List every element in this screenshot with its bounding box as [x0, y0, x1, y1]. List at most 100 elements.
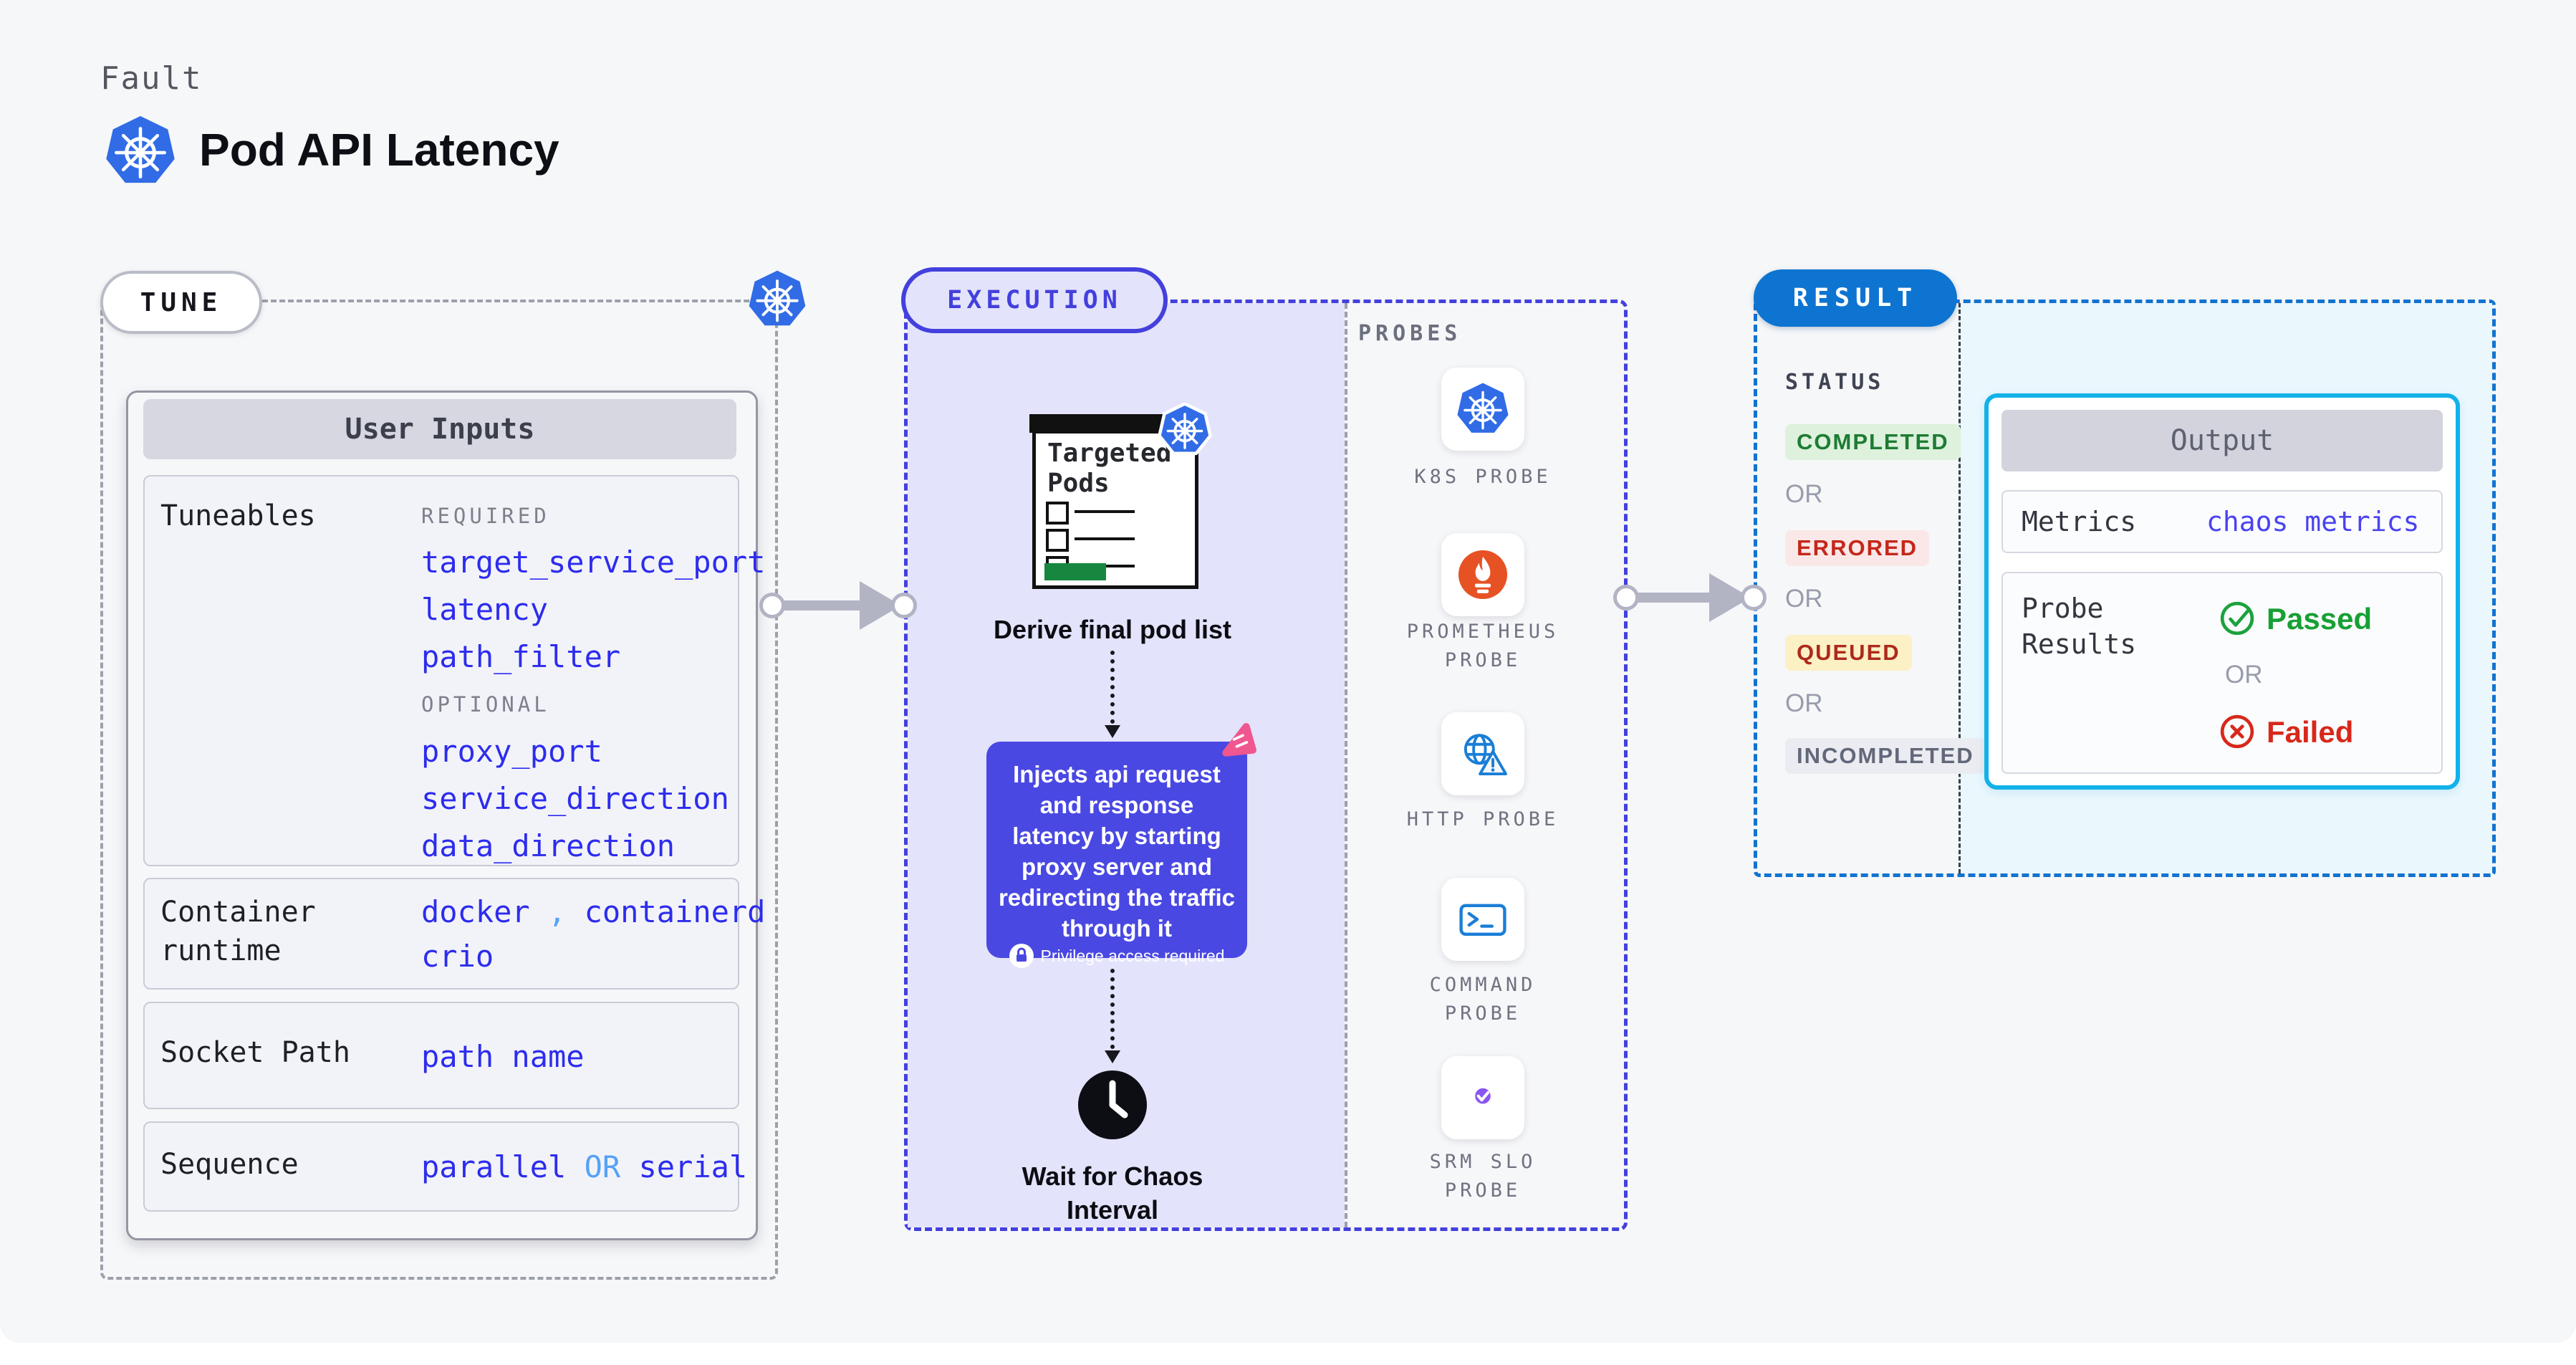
slo-pie-check-icon [1454, 1069, 1512, 1126]
terminal-icon [1454, 891, 1512, 948]
required-heading: REQUIRED [421, 504, 550, 528]
failed-x-icon [2219, 714, 2255, 749]
runtime-docker: docker [421, 894, 530, 929]
kubernetes-icon [1456, 382, 1510, 436]
runtime-separator: , [548, 894, 567, 929]
privilege-note: Privilege access required [1040, 946, 1225, 965]
dotted-arrow [1110, 969, 1115, 1049]
optional-heading: OPTIONAL [421, 692, 550, 717]
tune-pill-label: TUNE [140, 287, 223, 317]
targeted-pods-topbar [1029, 414, 1166, 433]
execution-pill: EXECUTION [901, 267, 1168, 333]
socket-path-label: Socket Path [160, 1036, 350, 1069]
status-or: OR [1785, 585, 1823, 613]
container-runtime-label: Container runtime [160, 896, 316, 967]
socket-path-value: path name [421, 1039, 585, 1074]
socket-path-row [143, 1002, 739, 1109]
metrics-value: chaos metrics [2206, 506, 2420, 537]
execution-pill-label: EXECUTION [947, 286, 1122, 315]
metrics-label: Metrics [2022, 506, 2137, 537]
chaos-pink-icon [1214, 717, 1260, 763]
passed-check-icon [2219, 600, 2255, 636]
probe-label-k8s: K8S PROBE [1414, 466, 1552, 488]
tuneables-row [143, 475, 739, 866]
status-heading: STATUS [1785, 370, 1885, 395]
status-output-divider [1959, 303, 1961, 873]
clock-icon [1077, 1069, 1148, 1141]
tune-pill: TUNE [100, 271, 262, 334]
sequence-value: parallel OR serial [421, 1149, 747, 1184]
probe-label-srm-slo: SRM SLO PROBE [1429, 1151, 1537, 1202]
probe-card-command [1441, 878, 1524, 961]
user-inputs-header: User Inputs [143, 399, 736, 459]
pod-checkbox [1046, 502, 1069, 525]
execution-to-result-arrow-line [1633, 593, 1714, 603]
connector-dot [1613, 585, 1639, 610]
tuneable-optional-2: service_direction [421, 781, 729, 816]
probe-card-prometheus [1441, 533, 1524, 616]
tune-to-execution-arrow-line [781, 600, 864, 610]
tuneable-required-3: path_filter [421, 639, 621, 674]
pod-checkbox [1046, 529, 1069, 552]
probe-card-k8s [1441, 368, 1524, 451]
runtime-containerd: containerd [584, 894, 766, 929]
sequence-parallel: parallel [421, 1149, 567, 1184]
connector-dot [1741, 585, 1767, 610]
dotted-arrow [1110, 651, 1115, 724]
status-or: OR [1785, 689, 1823, 717]
tuneable-required-1: target_service_port [421, 545, 766, 580]
probe-card-http [1441, 712, 1524, 795]
probes-heading: PROBES [1358, 321, 1462, 346]
fault-kicker: Fault [100, 60, 203, 97]
tuneables-label: Tuneables [160, 499, 316, 532]
sequence-serial: serial [638, 1149, 748, 1184]
runtime-crio: crio [421, 939, 494, 974]
kubernetes-icon [1158, 403, 1212, 457]
probe-results-row [2001, 572, 2443, 774]
result-pill-label: RESULT [1792, 284, 1918, 312]
container-runtime-values-line1: docker , containerd [421, 894, 765, 929]
green-progress-bar [1044, 563, 1106, 580]
pod-line [1075, 510, 1135, 513]
kubernetes-icon [104, 115, 177, 188]
page-title: Pod API Latency [199, 124, 559, 176]
status-badge-queued: QUEUED [1785, 635, 1912, 671]
status-or: OR [1785, 480, 1823, 508]
execution-probes-divider [1345, 303, 1347, 1227]
probe-label-http: HTTP PROBE [1406, 808, 1559, 830]
output-header: Output [2001, 410, 2443, 471]
inject-step-text: Injects api request and response latency… [998, 761, 1236, 942]
output-title: Output [2170, 424, 2274, 457]
probe-label-command: COMMAND PROBE [1429, 974, 1537, 1025]
passed-label: Passed [2267, 602, 2373, 636]
tuneable-optional-3: data_direction [421, 828, 676, 863]
probe-results-label: Probe Results [2022, 593, 2137, 660]
derive-step-label: Derive final pod list [993, 615, 1232, 644]
result-pill: RESULT [1754, 269, 1957, 327]
sequence-or: OR [584, 1149, 621, 1184]
connector-dot [759, 593, 785, 618]
status-badge-incompleted: INCOMPLETED [1785, 738, 1986, 774]
status-badge-errored: ERRORED [1785, 530, 1930, 566]
tuneable-required-2: latency [421, 592, 549, 627]
inject-step-box: Injects api request and response latency… [986, 742, 1247, 958]
targeted-pods-title: Targeted Pods [1047, 439, 1172, 498]
probe-card-srm-slo [1441, 1056, 1524, 1139]
privilege-note-row: Privilege access required [1009, 944, 1225, 968]
lock-icon [1009, 944, 1034, 968]
probe-label-prometheus: PROMETHEUS PROBE [1406, 621, 1559, 671]
prometheus-icon [1456, 548, 1509, 601]
wait-step-label: Wait for Chaos Interval [1022, 1162, 1203, 1225]
sequence-row [143, 1121, 739, 1212]
http-globe-warning-icon [1455, 726, 1511, 782]
status-badge-completed: COMPLETED [1785, 424, 1961, 460]
dotted-arrow-head [1105, 725, 1120, 738]
kubernetes-icon [747, 269, 807, 330]
tune-section-box [100, 300, 778, 1280]
user-inputs-title: User Inputs [345, 413, 535, 446]
failed-label: Failed [2267, 715, 2354, 749]
metrics-row [2001, 490, 2443, 553]
sequence-label: Sequence [160, 1148, 299, 1181]
dotted-arrow-head [1105, 1050, 1120, 1063]
